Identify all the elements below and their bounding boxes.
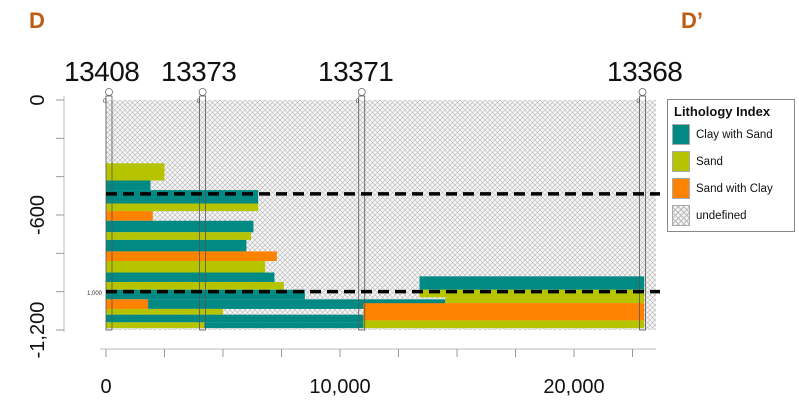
well-label-13408: 13408 (64, 56, 140, 87)
legend-title: Lithology Index (674, 104, 771, 119)
x-tick-label: 20,000 (543, 376, 604, 398)
y-tick-label: -600 (27, 195, 49, 235)
well-column (639, 95, 646, 331)
well-head-icon (198, 88, 207, 96)
y-tick-label: -1,200 (27, 302, 49, 359)
lithology-band (106, 163, 165, 181)
lithology-band (106, 211, 153, 221)
well-head-icon (105, 88, 113, 96)
legend-label-undefined: undefined (696, 209, 747, 222)
legend-swatch-undefined (672, 205, 690, 226)
lithology-band (106, 314, 364, 323)
lithology-band (106, 180, 151, 191)
lithology-band (106, 322, 205, 329)
y-tick-label: 0 (27, 94, 49, 105)
lithology-band (106, 251, 277, 261)
lithology-band (419, 276, 645, 290)
legend-swatch-sand-with-clay (672, 178, 690, 199)
x-tick-label: 0 (100, 376, 111, 398)
lithology-band (106, 232, 252, 240)
legend-item-undefined: undefined (668, 202, 794, 229)
well-column (199, 95, 207, 331)
well-label-13373: 13373 (161, 56, 237, 87)
section-start-label: D (29, 8, 45, 33)
legend-label-sand: Sand (696, 155, 723, 168)
lithology-band (106, 203, 259, 212)
x-tick-label: 10,000 (309, 376, 370, 398)
lithology-band (445, 297, 645, 304)
legend-label-clay-with-sand: Clay with Sand (696, 128, 773, 141)
well-label-13368: 13368 (607, 56, 683, 87)
lithology-band (363, 303, 645, 321)
well-top-label: 0 (637, 99, 641, 105)
lithology-band (106, 190, 259, 204)
legend-label-sand-with-clay: Sand with Clay (696, 182, 773, 195)
lithology-band (106, 299, 149, 309)
lithology-band (106, 282, 284, 290)
lithology-band (419, 289, 645, 298)
well-label-13371: 13371 (318, 56, 394, 87)
lithology-band (106, 220, 254, 233)
lithology-band (204, 322, 364, 329)
legend-swatch-sand (672, 151, 690, 172)
legend-item-sand: Sand (668, 148, 794, 175)
lithology-legend: Lithology Index Clay with Sand Sand Sand… (667, 99, 795, 232)
legend-item-clay-with-sand: Clay with Sand (668, 121, 794, 148)
well-column (358, 95, 366, 331)
section-end-label: D’ (681, 8, 703, 33)
well-head-icon (638, 88, 647, 96)
well-head-icon (357, 88, 366, 96)
legend-swatch-clay-with-sand (672, 124, 690, 145)
well-top-label: 0 (197, 99, 201, 105)
lithology-band (148, 299, 446, 309)
well-top-label: 0 (356, 99, 360, 105)
well-top-label: 0 (103, 99, 107, 105)
legend-item-sand-with-clay: Sand with Clay (668, 175, 794, 202)
lithology-band (106, 272, 275, 283)
lithology-band (106, 308, 223, 315)
inline-depth-label: 1,000 (87, 291, 103, 297)
well-column (105, 95, 113, 331)
lithology-band (363, 320, 645, 329)
lithology-band (106, 239, 247, 252)
lithology-band (106, 261, 266, 273)
